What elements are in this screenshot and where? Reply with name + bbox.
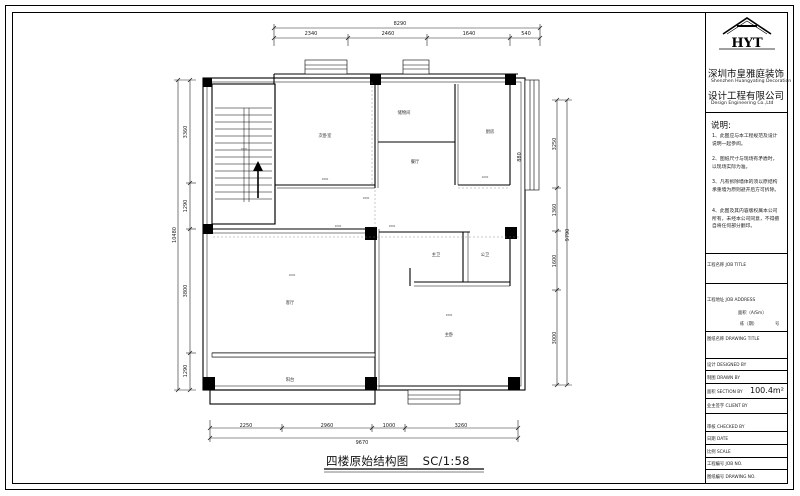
dim-top-4: 540 <box>521 31 531 37</box>
field-drawing-name: 图纸名称 DRAWING TITLE <box>707 337 760 342</box>
dimension-ticks <box>175 25 570 441</box>
company-name-en1: Shenzhen Huangyating Decoration <box>711 79 792 84</box>
stair-arrow <box>253 161 263 198</box>
panel-divider <box>705 283 788 284</box>
field-project-address: 工程地址 JOB ADDRESS <box>707 298 756 303</box>
dim-right-1: 3250 <box>552 138 558 151</box>
panel-divider <box>705 444 788 445</box>
panel-divider <box>705 331 788 332</box>
mark-5: 2800 <box>389 224 396 228</box>
mark-8: 2800 <box>241 147 248 151</box>
field-scale: 比例 SCALE <box>707 450 731 455</box>
dim-bottom-2: 2960 <box>321 423 334 429</box>
field-floor-label: 栋（期） <box>740 322 758 327</box>
field-client: 业主签字 CLIENT BY <box>707 404 748 409</box>
company-logo: HYT <box>719 17 775 51</box>
stair-steps <box>215 107 272 200</box>
panel-divider <box>705 431 788 432</box>
mark-6: 2600 <box>289 273 296 277</box>
dim-bottom-1: 2250 <box>240 423 253 429</box>
room-living: 客厅 <box>286 299 295 306</box>
dim-right-4: 3000 <box>552 332 558 345</box>
dim-left-4: 1290 <box>183 365 189 378</box>
panel-divider <box>705 457 788 458</box>
drawing-scale-text: SC/1:58 <box>422 454 470 468</box>
dim-left-2: 1290 <box>183 200 189 213</box>
room-dining: 餐厅 <box>411 158 420 165</box>
company-name-line2: 设计工程有限公司 <box>708 91 785 102</box>
dim-bottom-4: 3260 <box>455 423 468 429</box>
beam-lines <box>213 82 520 238</box>
dim-bottom-3: 1000 <box>383 423 396 429</box>
panel-divider <box>705 370 788 371</box>
dim-left-3: 3800 <box>183 285 189 298</box>
field-job-no: 工程编号 JOB NO. <box>707 462 743 467</box>
drawing-title-text: 四楼原始结构图 <box>326 454 409 468</box>
room-storage: 储物间 <box>398 109 411 116</box>
panel-divider <box>705 398 788 399</box>
company-name-en2: Design Engineering Co.,Ltd <box>711 101 774 106</box>
outer-frame <box>5 5 794 490</box>
inner-frame <box>12 12 788 484</box>
field-project-name: 工程名称 JOB TITLE <box>707 263 747 268</box>
field-designer: 设计 DESIGNED BY <box>707 363 747 368</box>
mark-2: 2600 <box>482 175 489 179</box>
staircase <box>243 108 250 202</box>
dim-right-2: 1360 <box>552 204 558 217</box>
field-area-label: 面积（A/Sm） <box>738 311 767 316</box>
logo-text: HYT <box>731 36 763 51</box>
windows <box>211 59 540 405</box>
structural-columns <box>203 74 520 390</box>
panel-divider <box>705 383 788 384</box>
field-drawing-no: 图纸编号 DRAWING NO. <box>707 475 756 480</box>
dim-left-total: 10480 <box>172 227 178 243</box>
room-bedroom-upper: 次卧室 <box>319 132 333 139</box>
mark-3: 2800 <box>363 196 370 200</box>
room-toilet-main: 主卫 <box>432 251 441 258</box>
title-panel <box>705 12 788 484</box>
panel-divider <box>705 469 788 470</box>
mark-7: 2800 <box>446 313 453 317</box>
field-floor-suffix: 号 <box>775 322 780 327</box>
dim-right-total: 9790 <box>565 229 571 242</box>
mark-4: 2600 <box>335 224 342 228</box>
dim-top-3: 1640 <box>463 31 476 37</box>
room-toilet-guest: 公卫 <box>481 252 490 258</box>
room-balcony: 阳台 <box>286 376 295 383</box>
panel-divider <box>705 358 788 359</box>
field-area: 面积 SECTION BY <box>707 390 743 395</box>
note-4: 4、此图及其内容版权属本公司所有，未经本公司同意，不得擅自将任何部分翻印。 <box>712 209 780 230</box>
note-2: 2、图纸尺寸与现场有矛盾时，以现场实际为准。 <box>712 157 778 170</box>
note-3: 3、凡有拆除墙体的须以原结构承重墙为原则避开后方可拆除。 <box>712 180 780 193</box>
company-name-line1: 深圳市皇雅庭装饰 <box>708 69 785 80</box>
notes-title: 说明: <box>711 121 731 131</box>
room-kitchen: 厨房 <box>486 128 495 135</box>
dim-top-total: 8290 <box>394 21 407 27</box>
panel-divider <box>705 112 788 113</box>
dim-top-2: 2460 <box>382 31 395 37</box>
panel-divider <box>705 253 788 254</box>
dim-right-3: 1600 <box>552 255 558 268</box>
dim-top-1: 2340 <box>305 31 318 37</box>
note-1: 1、此图应与本工程规范及设计说明一起参阅。 <box>712 134 778 147</box>
dim-bottom-total: 9670 <box>356 440 369 446</box>
title-underline <box>324 468 484 473</box>
drawing-title: 四楼原始结构图 SC/1:58 <box>326 453 484 469</box>
dim-left-1: 3360 <box>183 126 189 139</box>
mark-1: 2800 <box>322 177 329 181</box>
room-master-bedroom: 主卧 <box>445 331 454 338</box>
field-date: 日期 DATE <box>707 437 729 442</box>
dim-window-right: 880 <box>517 152 523 162</box>
field-drawn: 制图 DRAWN BY <box>707 376 740 381</box>
panel-divider <box>705 413 788 414</box>
field-checked: 审核 CHECKED BY <box>707 425 745 430</box>
area-value: 100.4m² <box>750 386 784 395</box>
